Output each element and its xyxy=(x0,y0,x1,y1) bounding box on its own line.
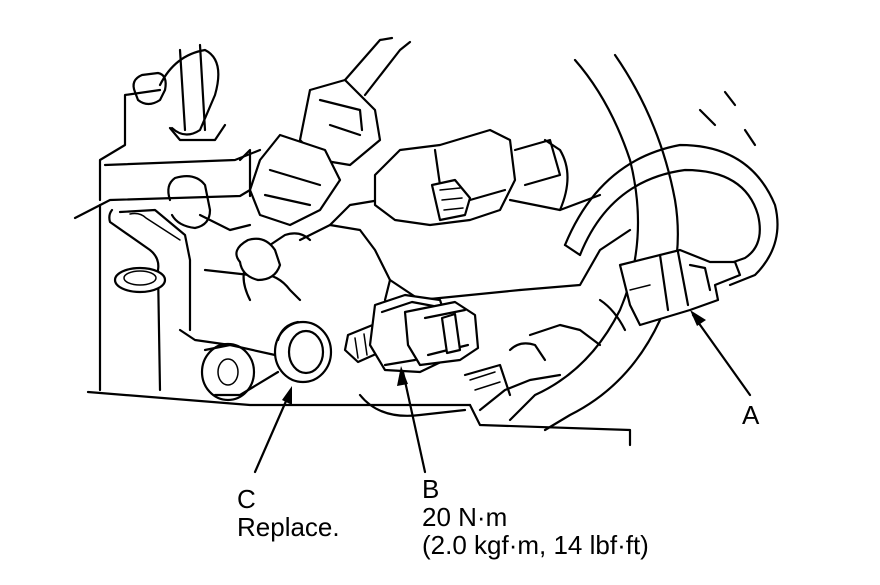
leader-arrow-b xyxy=(397,366,427,474)
upper-connector xyxy=(235,36,412,282)
leader-arrow-a xyxy=(690,310,752,397)
mounting-boss xyxy=(200,342,280,402)
leader-arrow-c xyxy=(253,386,292,474)
sensor-b xyxy=(343,293,480,374)
middle-connector xyxy=(373,128,602,227)
callout-b-torque-alt: (2.0 kgf·m, 14 lbf·ft) xyxy=(422,530,649,560)
hose-loop xyxy=(508,53,779,432)
callout-c-note: Replace. xyxy=(237,512,340,542)
callout-c-letter: C xyxy=(237,484,256,514)
harness-clip xyxy=(132,43,227,142)
washer-c xyxy=(273,320,333,384)
connector-a xyxy=(618,248,742,327)
callout-a-letter: A xyxy=(742,400,760,430)
callout-b-torque: 20 N·m xyxy=(422,502,508,532)
callout-b-letter: B xyxy=(422,474,440,504)
engine-block xyxy=(73,88,632,447)
